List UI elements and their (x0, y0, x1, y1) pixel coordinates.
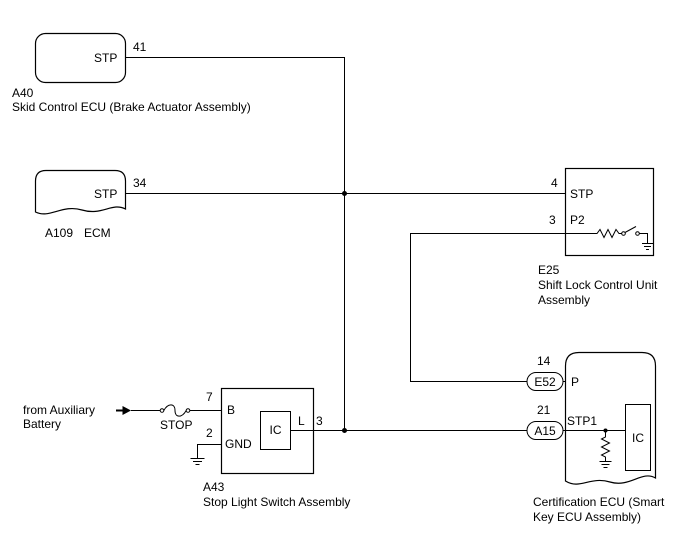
stop-light-switch-b-pin-number: 7 (206, 390, 213, 404)
skid-control-ecu-code: A40 (12, 86, 34, 100)
certification-ecu-ic-label: IC (632, 431, 644, 445)
stop-light-switch-code: A43 (203, 480, 225, 494)
ecm-caption: A109 ECM (45, 226, 111, 240)
stop-light-switch-ic-label: IC (270, 423, 282, 437)
wire-shift-lock-p2 (410, 233, 566, 382)
ecm-terminal-label: STP (94, 187, 117, 201)
skid-control-ecu-pin-number: 41 (133, 40, 147, 54)
shift-lock-stp-label: STP (570, 187, 593, 201)
ecm-box (34, 169, 127, 215)
shift-lock-ground-lead (639, 233, 648, 244)
certification-ecu-stp1-label: STP1 (567, 414, 597, 428)
certification-ecu-ic-box (625, 404, 651, 471)
connector-a15-pin-number: 21 (537, 403, 551, 417)
stop-light-switch-gnd-pin-number: 2 (206, 426, 213, 440)
shift-lock-p2-pin-number: 3 (549, 213, 556, 227)
stop-light-switch-name: Stop Light Switch Assembly (203, 495, 350, 509)
wire-skid-ecu-stp (125, 57, 345, 431)
shift-lock-switch-contact-left (621, 231, 626, 236)
skid-control-ecu-terminal-label: STP (94, 51, 117, 65)
shift-lock-stp-pin-number: 4 (551, 176, 558, 190)
shift-lock-internal-resistor (565, 228, 622, 239)
certification-ecu-name-line-1: Certification ECU (Smart (533, 495, 665, 509)
shift-lock-switch-blade (624, 226, 637, 233)
junction-stp-lower (342, 428, 347, 433)
stop-light-switch-ground-lead (197, 444, 222, 459)
stop-light-switch-b-label: B (227, 403, 235, 417)
shift-lock-switch-contact-right (635, 231, 640, 236)
stop-light-switch-l-pin-number: 3 (316, 414, 323, 428)
fuse-label: STOP (160, 418, 192, 432)
stop-light-switch-gnd-label: GND (225, 437, 252, 451)
junction-stp-upper (342, 191, 347, 196)
ecm-pin-number: 34 (133, 176, 147, 190)
certification-ecu-name-line-2: Key ECU Assembly) (533, 510, 641, 524)
power-arrowhead-icon (122, 406, 131, 415)
connector-a15-code: A15 (534, 424, 556, 438)
fuse-terminal-left (159, 408, 165, 413)
fuse-icon (163, 404, 187, 417)
certification-ecu-pulldown-resistor (600, 430, 611, 462)
ecm-code: A109 (45, 226, 73, 240)
shift-lock-control-unit-box (564, 167, 655, 257)
stop-light-switch-ic-box (260, 411, 291, 450)
shift-lock-ground-icon (642, 243, 653, 250)
fuse-terminal-right (185, 408, 191, 413)
power-source-line-2: Battery (23, 417, 61, 431)
stop-light-switch-l-label: L (298, 414, 305, 428)
certification-ecu-p-label: P (571, 375, 579, 389)
power-source-line-1: from Auxiliary (23, 403, 95, 417)
shift-lock-name-line-1: Shift Lock Control Unit (538, 278, 658, 292)
shift-lock-name-line-2: Assembly (538, 293, 590, 307)
skid-control-ecu-name: Skid Control ECU (Brake Actuator Assembl… (12, 100, 251, 114)
stop-light-switch-ground-icon (190, 458, 205, 465)
shift-lock-p2-label: P2 (570, 213, 585, 227)
ecm-name: ECM (84, 226, 111, 240)
certification-ecu-ground-icon (599, 461, 612, 468)
connector-e52-code: E52 (534, 375, 556, 389)
shift-lock-code: E25 (538, 263, 560, 277)
connector-e52-pin-number: 14 (537, 354, 551, 368)
